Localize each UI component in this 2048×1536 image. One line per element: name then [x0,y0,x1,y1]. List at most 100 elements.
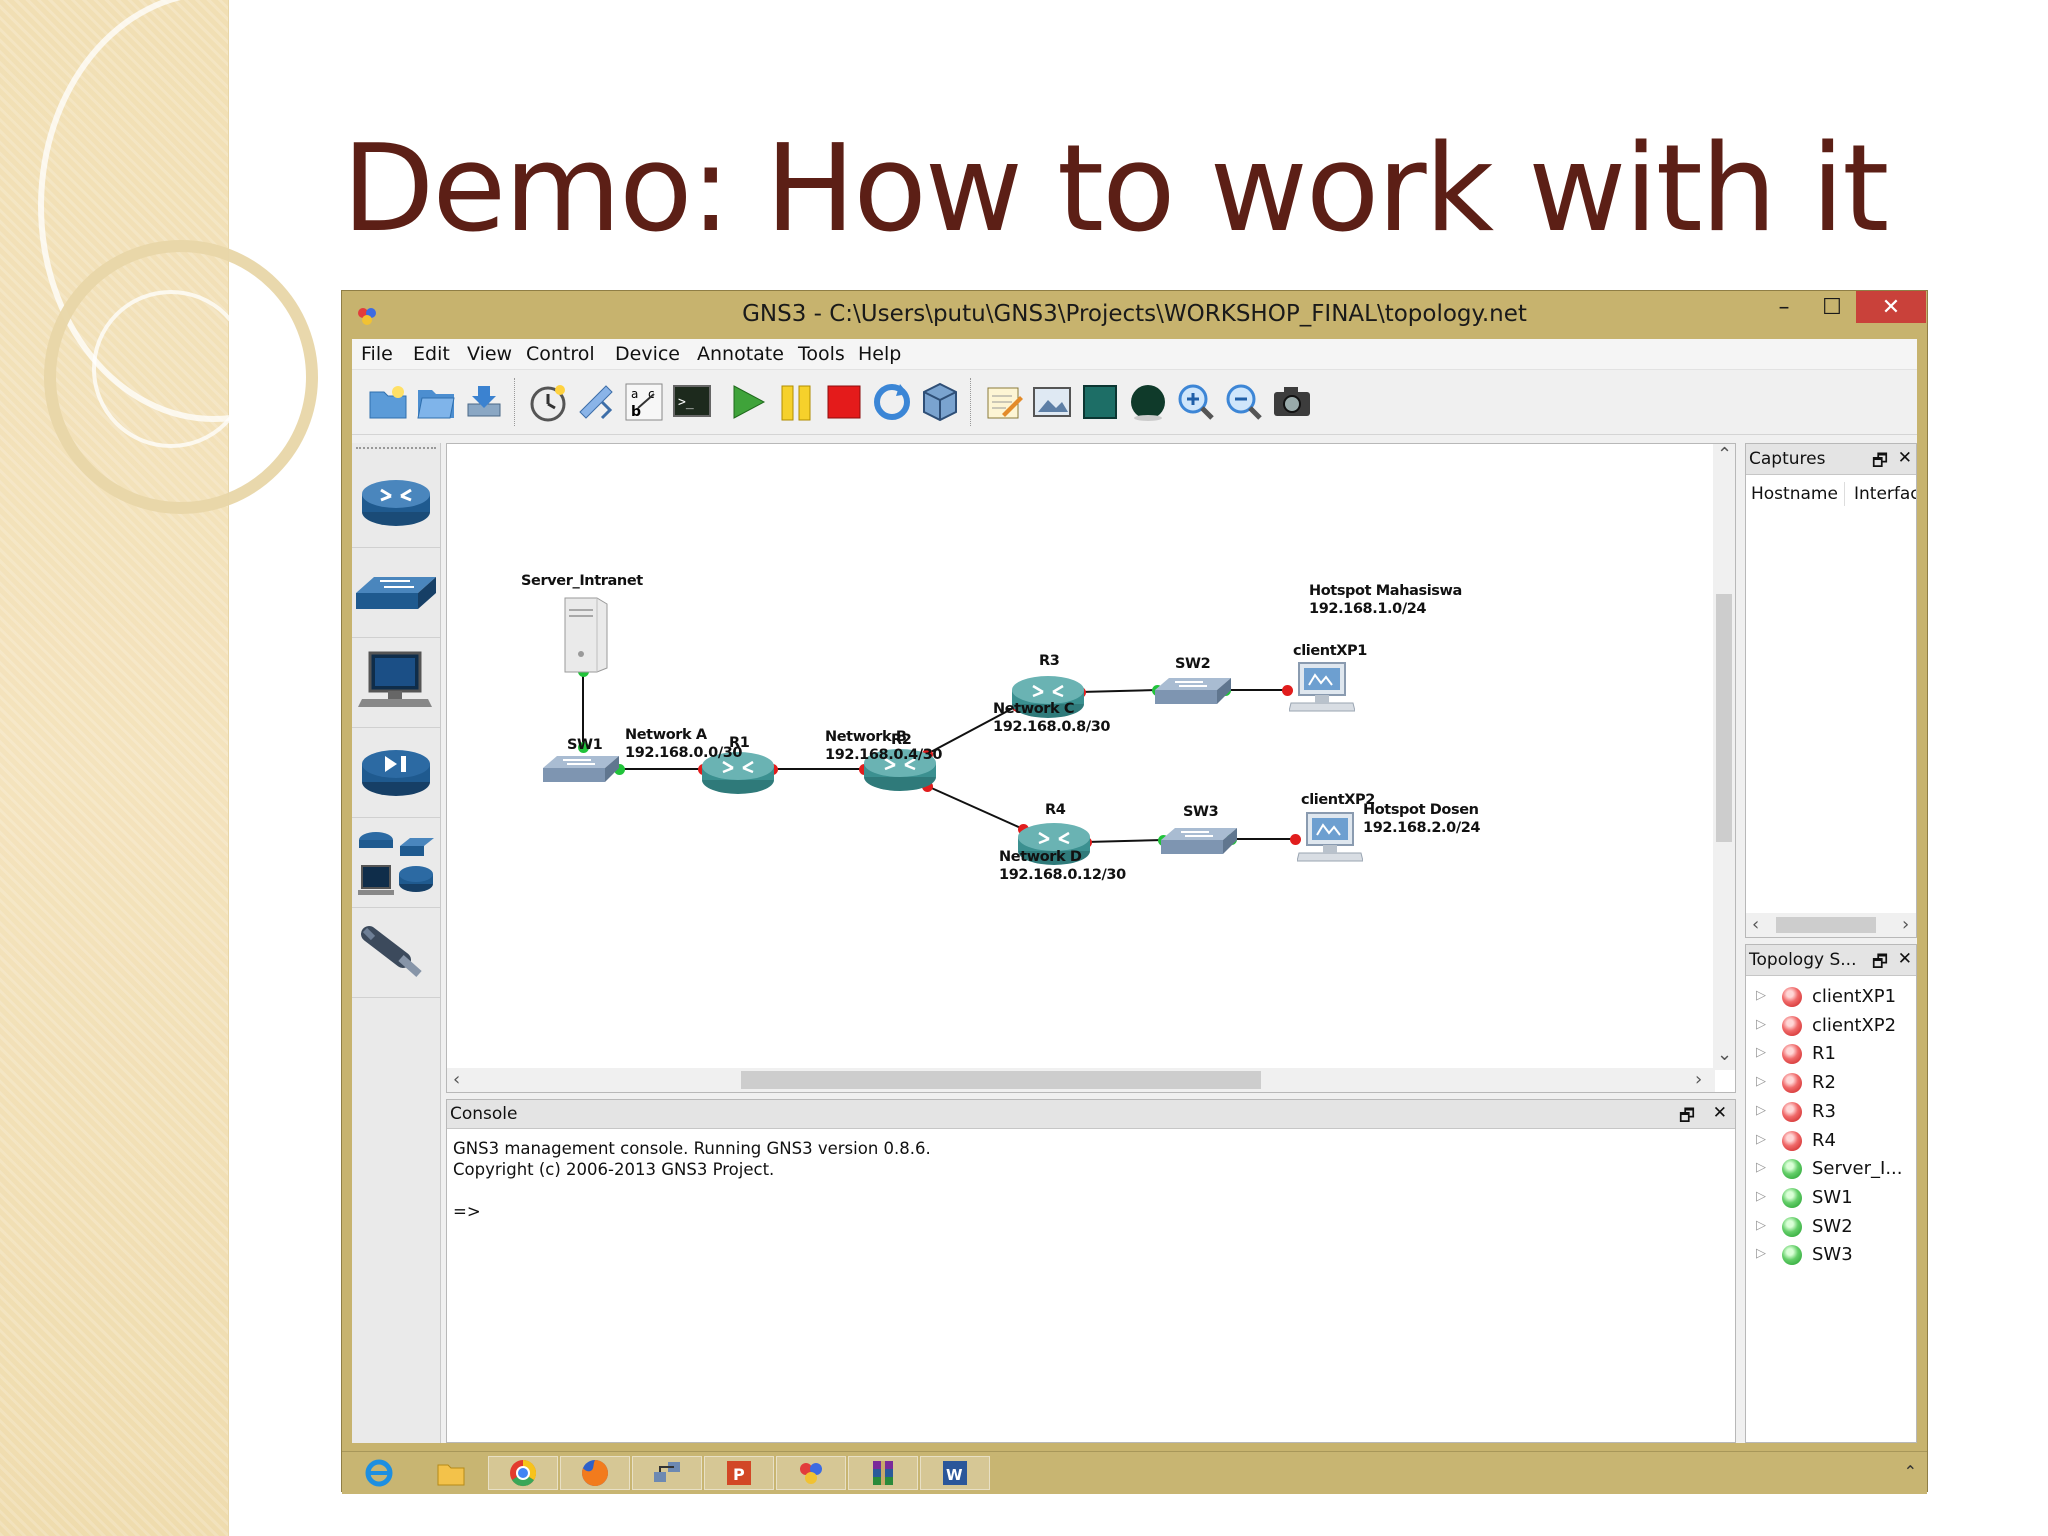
close-icon[interactable]: ✕ [1897,949,1912,969]
draw-ellipse-icon[interactable] [1124,378,1172,426]
router-icon[interactable] [352,457,440,548]
menu-control[interactable]: Control [526,343,595,365]
topology-item-r3[interactable]: ▷R3 [1746,1098,1916,1126]
new-project-icon[interactable] [364,378,412,426]
expand-arrow-icon[interactable]: ▷ [1756,988,1766,1003]
expand-arrow-icon[interactable]: ▷ [1756,1016,1766,1032]
node-clientxp1[interactable] [1288,661,1356,721]
console-prompt[interactable]: => [453,1202,481,1221]
zoom-in-icon[interactable] [1172,378,1220,426]
close-button[interactable]: ✕ [1856,291,1926,323]
scrollbar-thumb[interactable] [741,1071,1261,1089]
topology-item-clientxp2[interactable]: ▷clientXP2 [1746,1012,1916,1040]
expand-arrow-icon[interactable]: ▷ [1756,1246,1766,1262]
topology-item-r4[interactable]: ▷R4 [1746,1127,1916,1155]
scroll-right-icon[interactable]: › [1902,914,1910,935]
scrollbar-thumb[interactable] [1776,917,1876,933]
node-r1[interactable] [701,748,775,800]
save-project-icon[interactable] [460,378,508,426]
gns3-taskbar-icon[interactable] [776,1456,846,1490]
switch-icon[interactable] [352,547,440,638]
chrome-icon[interactable] [488,1456,558,1490]
close-icon[interactable]: ✕ [1712,1103,1727,1123]
menu-tools[interactable]: Tools [798,343,845,365]
start-all-icon[interactable] [724,378,772,426]
expand-arrow-icon[interactable]: ▷ [1756,1217,1766,1233]
screenshot-icon[interactable] [1268,378,1316,426]
window-titlebar[interactable]: GNS3 - C:\Users\putu\GNS3\Projects\WORKS… [342,291,1927,339]
console-all-icon[interactable]: >_ [668,378,716,426]
canvas-horizontal-scrollbar[interactable]: ‹ › [447,1068,1715,1092]
expand-arrow-icon[interactable]: ▷ [1756,1160,1766,1176]
topology-item-sw1[interactable]: ▷SW1 [1746,1184,1916,1212]
word-icon[interactable]: W [920,1456,990,1490]
powerpoint-icon[interactable]: P [704,1456,774,1490]
canvas-vertical-scrollbar[interactable]: ⌃ ⌄ [1713,444,1735,1070]
insert-picture-icon[interactable] [1028,378,1076,426]
node-r4[interactable] [1017,819,1091,871]
node-server[interactable] [557,594,613,678]
undock-icon[interactable]: 🗗 [1872,952,1888,972]
node-r2[interactable] [863,745,937,797]
topology-canvas[interactable]: Server_Intranet SW1 R1 R2 R3 [446,443,1736,1093]
open-project-icon[interactable] [412,378,460,426]
captures-horizontal-scrollbar[interactable]: ‹ › [1746,913,1916,937]
menu-annotate[interactable]: Annotate [697,343,784,365]
expand-arrow-icon[interactable]: ▷ [1756,1045,1766,1061]
menu-view[interactable]: View [467,343,513,365]
menu-edit[interactable]: Edit [413,343,450,365]
scroll-right-icon[interactable]: › [1695,1069,1703,1090]
maximize-button[interactable]: ☐ [1822,294,1842,320]
menu-device[interactable]: Device [615,343,680,365]
show-hidden-icons-icon[interactable]: ⌃ [1903,1462,1917,1481]
node-sw3[interactable] [1159,822,1241,866]
file-explorer-icon[interactable] [416,1456,486,1490]
internet-explorer-icon[interactable] [344,1456,414,1490]
column-hostname[interactable]: Hostname [1751,484,1838,504]
reload-all-icon[interactable] [868,378,916,426]
scroll-left-icon[interactable]: ‹ [1752,914,1760,935]
topology-item-r1[interactable]: ▷R1 [1746,1040,1916,1068]
scroll-up-icon[interactable]: ⌃ [1717,444,1733,465]
topology-item-server-i[interactable]: ▷Server_I... [1746,1155,1916,1183]
topology-item-sw3[interactable]: ▷SW3 [1746,1241,1916,1269]
suspend-all-icon[interactable] [772,378,820,426]
security-device-icon[interactable] [352,727,440,818]
undock-icon[interactable]: 🗗 [1679,1106,1695,1126]
virtualbox-icon[interactable] [916,378,964,426]
scrollbar-thumb[interactable] [1716,594,1732,842]
expand-arrow-icon[interactable]: ▷ [1756,1188,1766,1204]
import-export-icon[interactable] [572,378,620,426]
end-device-icon[interactable] [352,637,440,728]
node-clientxp2[interactable] [1296,811,1364,871]
close-icon[interactable]: ✕ [1897,448,1912,468]
node-sw2[interactable] [1153,672,1235,716]
menu-file[interactable]: File [361,343,393,365]
zoom-out-icon[interactable] [1220,378,1268,426]
add-note-icon[interactable] [980,378,1028,426]
expand-arrow-icon[interactable]: ▷ [1756,1074,1766,1090]
scroll-down-icon[interactable]: ⌄ [1717,1044,1733,1065]
column-interface[interactable]: Interface [1854,484,1916,504]
expand-arrow-icon[interactable]: ▷ [1756,1102,1766,1118]
topology-item-r2[interactable]: ▷R2 [1746,1069,1916,1097]
topology-item-clientxp1[interactable]: ▷clientXP1 [1746,983,1916,1011]
minimize-button[interactable]: – [1778,294,1790,320]
firefox-icon[interactable] [560,1456,630,1490]
stop-all-icon[interactable] [820,378,868,426]
menu-help[interactable]: Help [858,343,902,365]
expand-arrow-icon[interactable]: ▷ [1756,1131,1766,1147]
node-r3[interactable] [1011,672,1085,724]
draw-rectangle-icon[interactable] [1076,378,1124,426]
winrar-icon[interactable] [848,1456,918,1490]
topology-item-sw2[interactable]: ▷SW2 [1746,1213,1916,1241]
console-output[interactable]: GNS3 management console. Running GNS3 ve… [453,1139,931,1221]
scroll-left-icon[interactable]: ‹ [453,1069,461,1090]
snapshot-icon[interactable] [524,378,572,426]
all-devices-icon[interactable] [352,817,440,908]
network-tool-icon[interactable] [632,1456,702,1490]
cable-icon[interactable] [352,907,440,998]
node-sw1[interactable] [541,750,623,794]
undock-icon[interactable]: 🗗 [1872,451,1888,471]
